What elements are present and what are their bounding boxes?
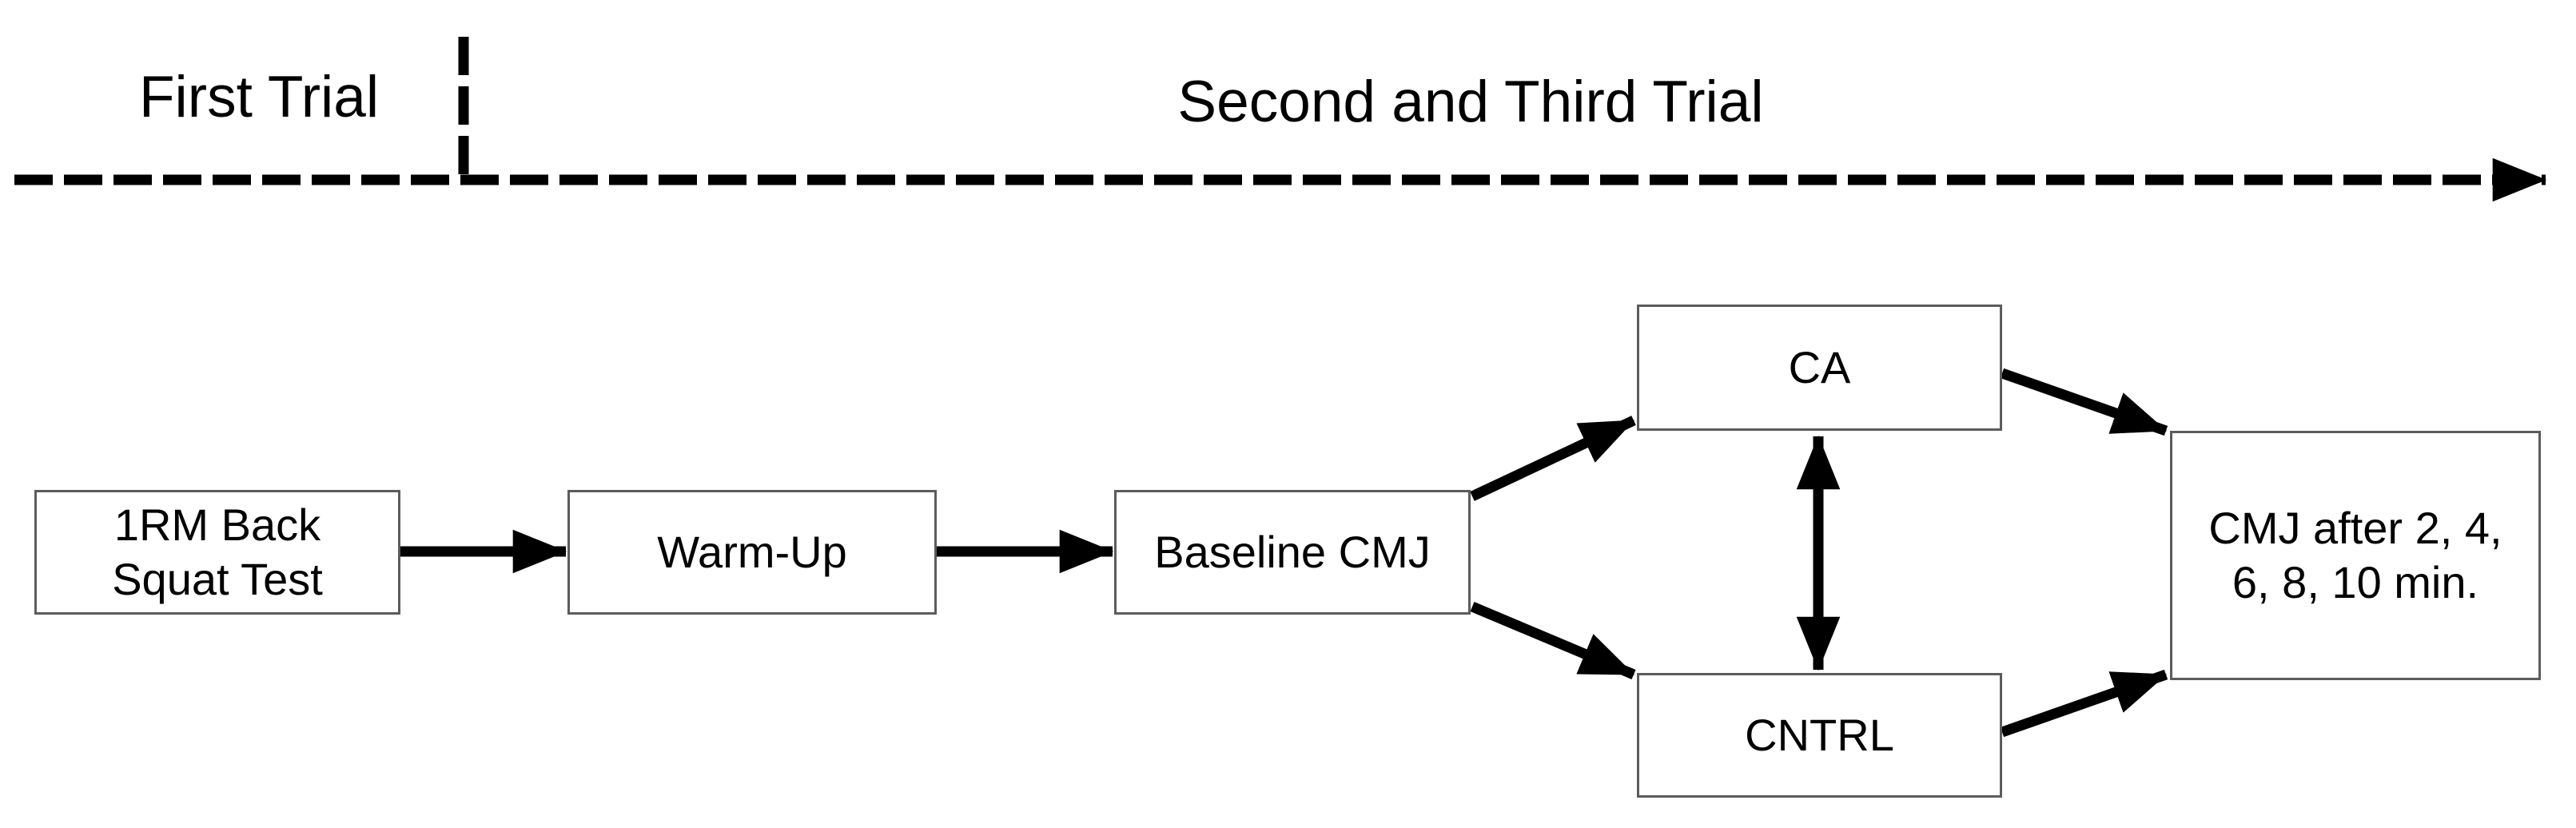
first-trial-label: First Trial [138, 65, 380, 129]
node-ca: CA [1637, 305, 2002, 431]
node-baseline-cmj: Baseline CMJ [1114, 490, 1471, 615]
node-squat-test-line2: Squat Test [112, 554, 323, 604]
node-baseline-cmj-label: Baseline CMJ [1154, 527, 1431, 577]
node-warm-up: Warm-Up [567, 490, 937, 615]
node-ca-label: CA [1788, 342, 1851, 392]
node-post-cmj: CMJ after 2, 4, 6, 8, 10 min. [2170, 431, 2541, 680]
node-cntrl-label: CNTRL [1745, 710, 1894, 760]
node-squat-test: 1RM Back Squat Test [34, 490, 400, 615]
node-warm-up-label: Warm-Up [657, 527, 847, 577]
node-squat-test-line1: 1RM Back [113, 500, 321, 550]
arrow-cntrl-to-postcmj [2000, 669, 2168, 738]
node-cntrl: CNTRL [1637, 673, 2002, 798]
arrow-baseline-to-ca [1470, 416, 1636, 501]
second-and-third-trial-label: Second and Third Trial [1177, 70, 1764, 134]
arrow-ca-to-postcmj [2000, 368, 2168, 436]
node-post-cmj-line2: 6, 8, 10 min. [2232, 557, 2479, 607]
node-post-cmj-line1: CMJ after 2, 4, [2208, 503, 2502, 553]
arrow-baseline-to-cntrl [1470, 602, 1636, 679]
